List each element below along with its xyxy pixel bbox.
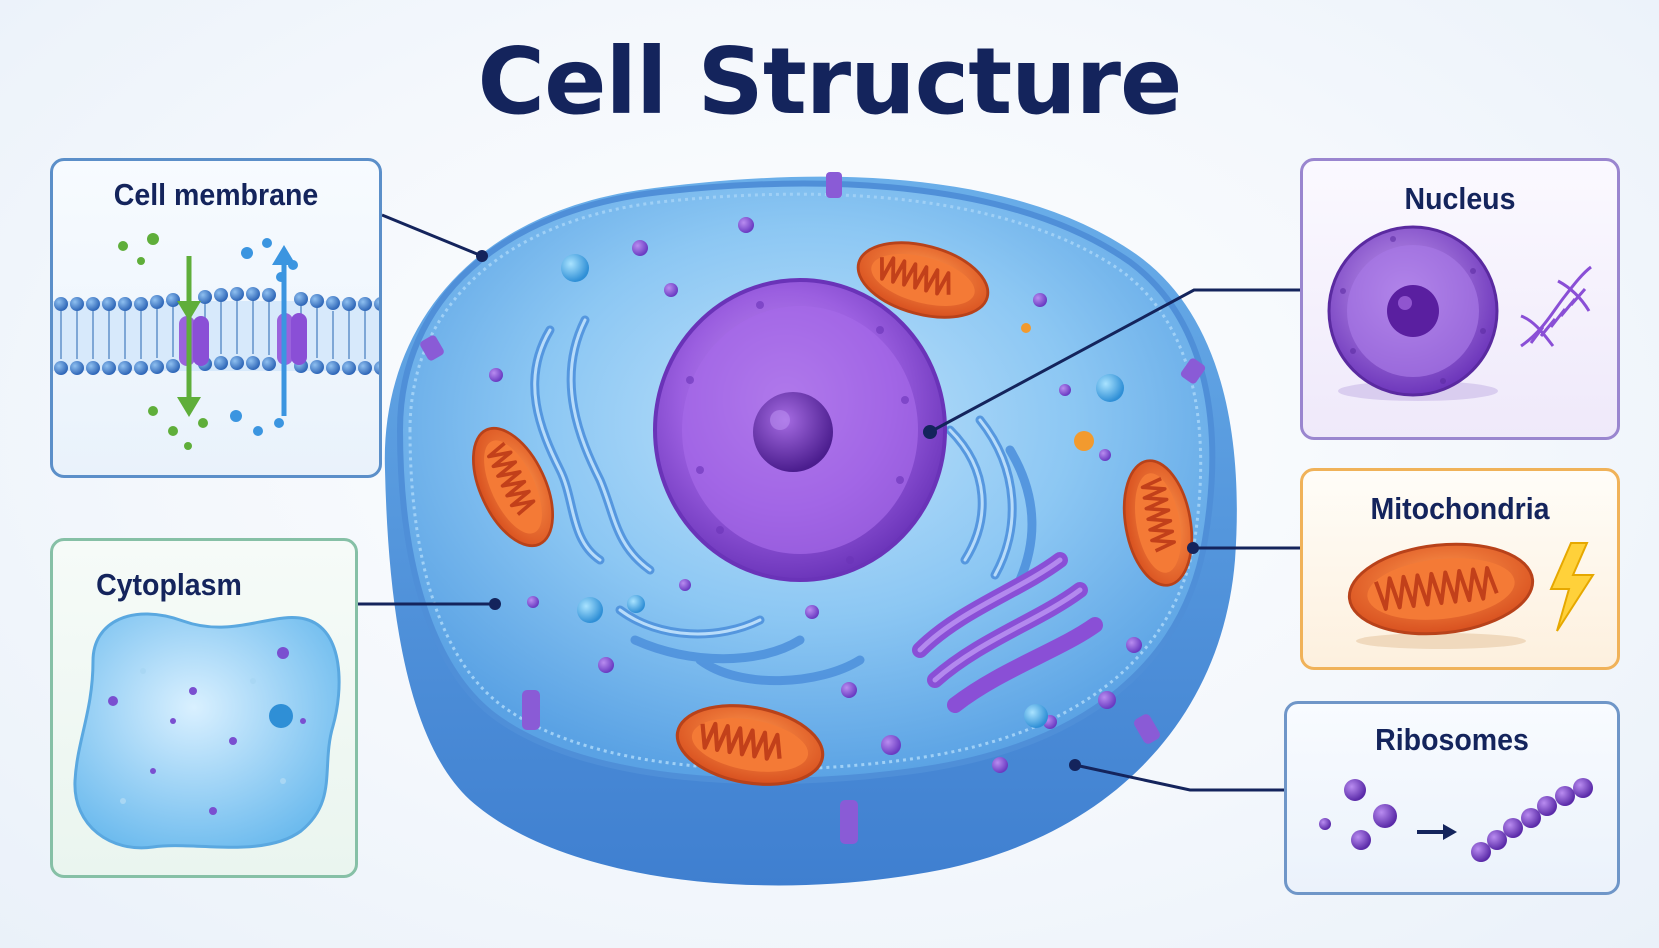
lightning-icon — [1551, 543, 1593, 631]
ribosomes-panel: Ribosomes — [1284, 701, 1620, 895]
cell-membrane-label: Cell membrane — [66, 177, 366, 213]
nucleus-panel: Nucleus — [1300, 158, 1620, 440]
cell-membrane-panel: Cell membrane — [50, 158, 382, 478]
mitochondria-label: Mitochondria — [1316, 491, 1605, 527]
cytoplasm-label: Cytoplasm — [50, 567, 340, 603]
mitochondria-panel: Mitochondria — [1300, 468, 1620, 670]
cytoplasm-panel: Cytoplasm — [50, 538, 358, 878]
arrow-right-icon — [1417, 824, 1457, 840]
ribosomes-label: Ribosomes — [1300, 722, 1604, 758]
nucleus-organelle — [655, 280, 945, 580]
dna-icon — [1521, 267, 1591, 346]
nucleus-label: Nucleus — [1316, 181, 1605, 217]
